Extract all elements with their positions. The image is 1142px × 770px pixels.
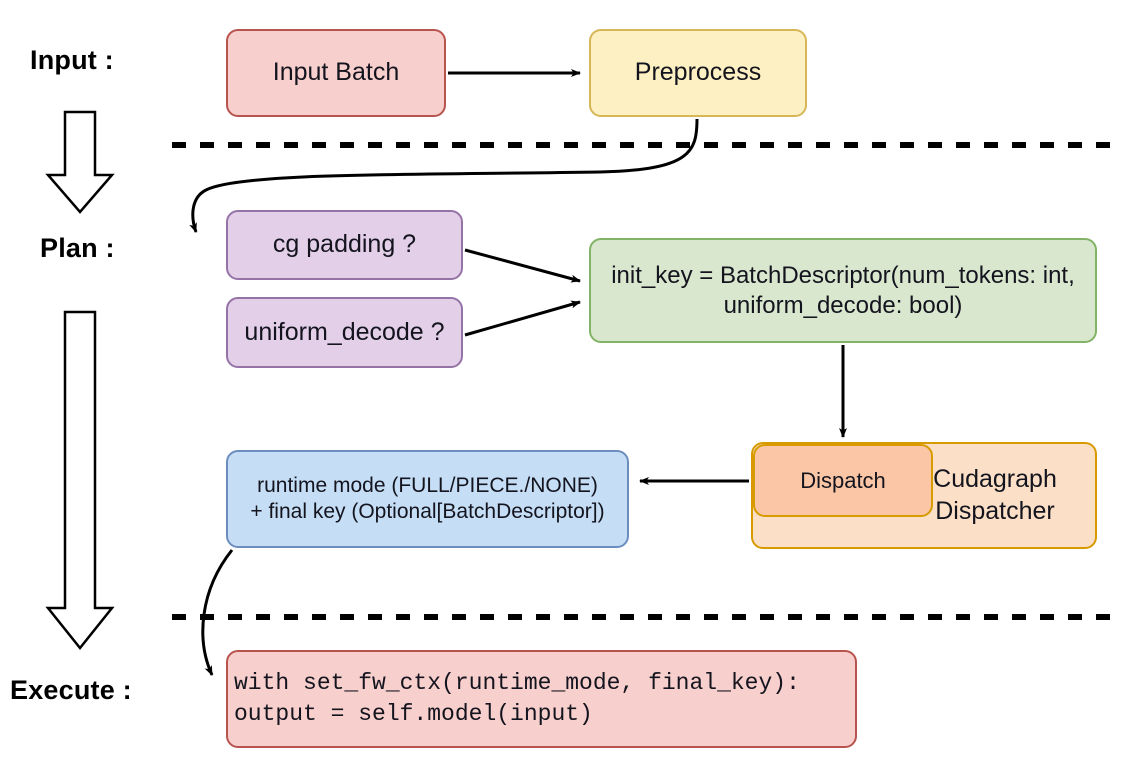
stage-label-input: Input :	[30, 45, 114, 75]
node-input-batch[interactable]: Input Batch	[226, 29, 446, 117]
node-runtime-mode[interactable]: runtime mode (FULL/PIECE./NONE) + final …	[226, 450, 629, 548]
edge-uniform-decode-to-init-key	[464, 300, 581, 337]
stage-label-execute: Execute :	[10, 675, 132, 705]
stage-label-plan: Plan :	[40, 233, 115, 263]
node-dispatch[interactable]: Dispatch	[753, 444, 933, 517]
input-to-plan-arrow	[45, 110, 115, 214]
plan-to-execute-arrow	[45, 310, 115, 651]
node-init-key[interactable]: init_key = BatchDescriptor(num_tokens: i…	[589, 238, 1097, 343]
node-preprocess[interactable]: Preprocess	[589, 29, 807, 117]
node-uniform-decode[interactable]: uniform_decode ?	[226, 297, 463, 368]
node-execute-code[interactable]: with set_fw_ctx(runtime_mode, final_key)…	[226, 650, 857, 748]
edge-cg-padding-to-init-key	[464, 248, 581, 283]
node-cg-padding[interactable]: cg padding ?	[226, 210, 463, 280]
node-cudagraph-dispatcher-label: Cudagraph Dispatcher	[933, 465, 1057, 525]
